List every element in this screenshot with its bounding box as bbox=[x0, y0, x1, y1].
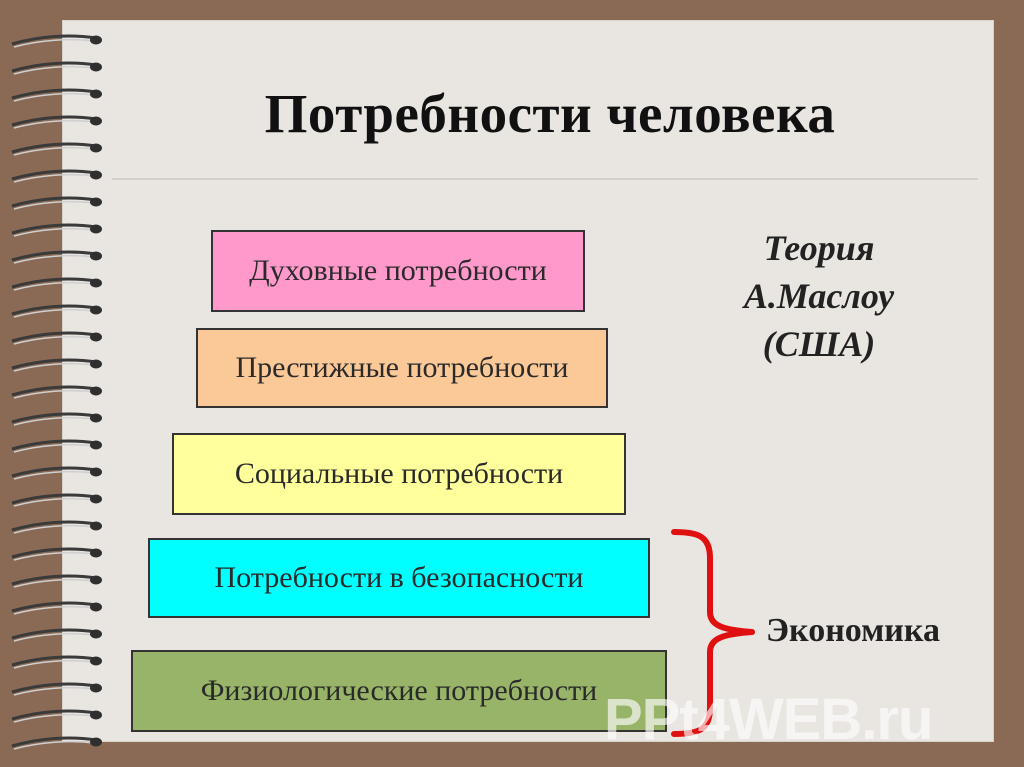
spiral-binding bbox=[11, 34, 102, 750]
level-social-needs: Социальные потребности bbox=[172, 433, 626, 515]
spiral-ring bbox=[11, 277, 102, 291]
spiral-ring bbox=[11, 88, 102, 102]
level-physiological-needs: Физиологические потребности bbox=[131, 650, 667, 732]
page-title: Потребности человека bbox=[264, 83, 836, 144]
level-prestige-needs: Престижные потребности bbox=[196, 328, 608, 408]
spiral-ring bbox=[11, 439, 102, 453]
spiral-ring bbox=[11, 34, 102, 48]
level-safety-needs: Потребности в безопасности bbox=[148, 538, 650, 618]
spiral-ring bbox=[11, 412, 102, 426]
spiral-ring bbox=[11, 520, 102, 534]
curly-brace-icon bbox=[671, 529, 755, 737]
theory-line-3: (США) bbox=[762, 324, 876, 364]
spiral-ring bbox=[11, 655, 102, 669]
title-divider bbox=[112, 178, 978, 180]
spiral-ring bbox=[11, 574, 102, 588]
spiral-ring bbox=[11, 115, 102, 129]
spiral-ring bbox=[11, 142, 102, 156]
theory-caption: Теория А.Маслоу (США) bbox=[700, 224, 938, 368]
spiral-ring bbox=[11, 196, 102, 210]
economics-label: Экономика bbox=[766, 612, 940, 649]
spiral-ring bbox=[11, 169, 102, 183]
spiral-ring bbox=[11, 385, 102, 399]
theory-line-2: А.Маслоу bbox=[743, 276, 895, 316]
level-spiritual-needs: Духовные потребности bbox=[211, 230, 585, 312]
spiral-ring bbox=[11, 358, 102, 372]
spiral-ring bbox=[11, 547, 102, 561]
spiral-ring bbox=[11, 331, 102, 345]
watermark-logo: PPt4WEB.ru bbox=[604, 687, 933, 752]
spiral-ring bbox=[11, 736, 102, 750]
spiral-ring bbox=[11, 466, 102, 480]
spiral-ring bbox=[11, 304, 102, 318]
spiral-ring bbox=[11, 223, 102, 237]
spiral-ring bbox=[11, 250, 102, 264]
spiral-ring bbox=[11, 709, 102, 723]
spiral-ring bbox=[11, 601, 102, 615]
theory-line-1: Теория bbox=[763, 228, 875, 268]
spiral-ring bbox=[11, 628, 102, 642]
spiral-ring bbox=[11, 61, 102, 75]
spiral-ring bbox=[11, 493, 102, 507]
spiral-ring bbox=[11, 682, 102, 696]
